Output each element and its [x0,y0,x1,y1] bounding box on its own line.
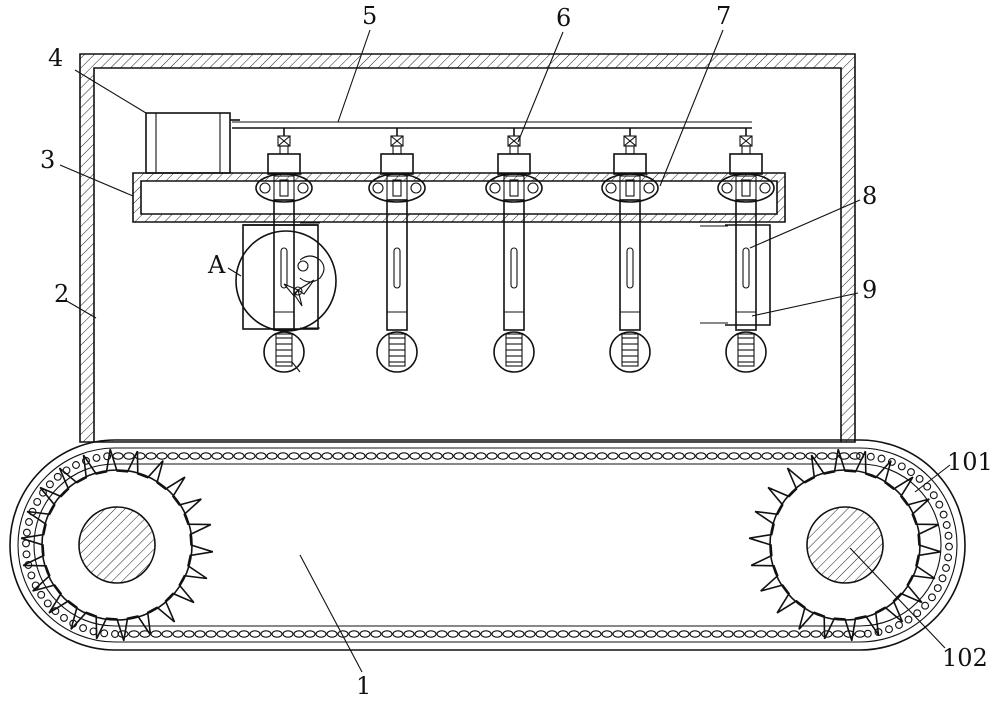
spray-unit [255,128,313,373]
callout-4: 4 [48,44,63,72]
callout-1: 1 [356,672,371,700]
drive-shaft [232,121,752,129]
housing [79,53,856,443]
callout-9: 9 [862,276,877,304]
callout-6: 6 [556,4,571,32]
motor [145,112,240,174]
left-sprocket [20,448,214,642]
right-sprocket [748,448,942,642]
detail-circle-a [235,230,337,332]
spray-units [255,128,775,373]
right-guide-plate [700,224,771,326]
callout-8: 8 [862,182,877,210]
callout-7: 7 [716,2,731,30]
spray-unit [601,128,659,373]
callout-101: 101 [947,448,993,476]
callout-5: 5 [362,2,377,30]
spray-unit [717,128,775,373]
callout-2: 2 [54,280,69,308]
spray-unit [485,128,543,373]
callout-a: A [207,251,226,279]
leader-lines [59,29,951,673]
callout-102: 102 [942,644,988,672]
beam [132,172,786,223]
callout-3: 3 [40,146,55,174]
spray-unit [368,128,426,373]
